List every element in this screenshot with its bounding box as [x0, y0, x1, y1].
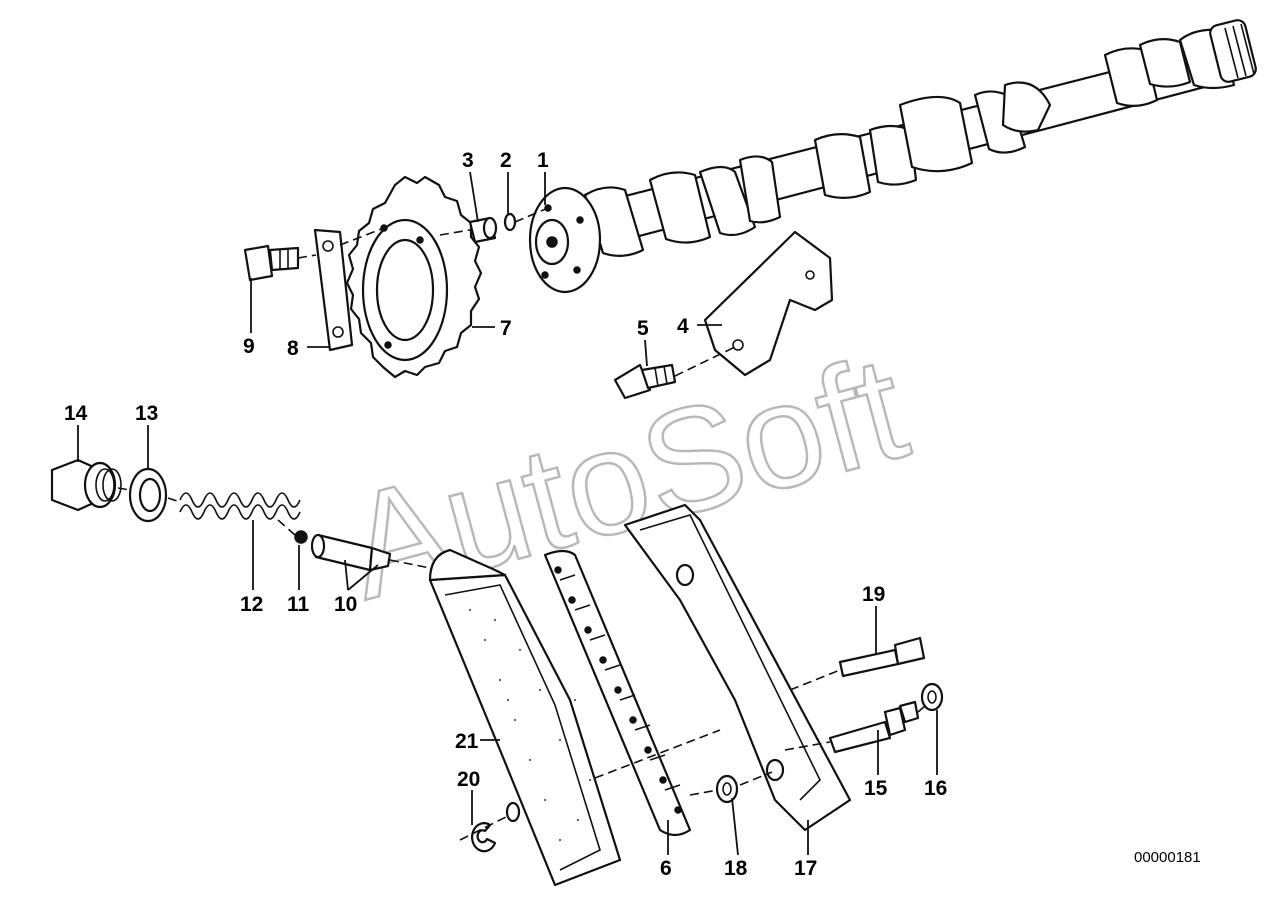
- callout-3: 3: [462, 149, 474, 172]
- hex-bolt-left: [243, 244, 300, 282]
- callout-6: 6: [660, 857, 672, 880]
- callout-5: 5: [637, 317, 649, 340]
- callout-10: 10: [334, 593, 357, 616]
- hex-bolt-right: [613, 363, 677, 400]
- callout-1: 1: [537, 149, 549, 172]
- callout-11: 11: [287, 593, 310, 616]
- callout-7: 7: [500, 317, 512, 340]
- callout-14: 14: [64, 402, 88, 425]
- callout-labels: 1 2 3 4 5 6 7 8 9 10 11 12 13 14 15 16 1…: [64, 149, 947, 880]
- callout-12: 12: [240, 593, 263, 616]
- tensioner-rail: [428, 548, 622, 887]
- retaining-ring: [503, 212, 517, 232]
- callout-20: 20: [457, 768, 480, 791]
- callout-21: 21: [455, 730, 479, 753]
- washer-right: [920, 682, 944, 712]
- stud-bolt-upper: [838, 636, 926, 678]
- callout-13: 13: [135, 402, 158, 425]
- callout-16: 16: [924, 777, 947, 800]
- assembly-lines: [117, 207, 926, 841]
- camshaft: [528, 19, 1257, 294]
- gasket-ring: [128, 467, 168, 523]
- timing-chain: [543, 549, 692, 837]
- stud-bolt-lower: [828, 700, 920, 754]
- callout-4: 4: [677, 315, 689, 338]
- callout-2: 2: [500, 149, 512, 172]
- ball: [294, 530, 308, 544]
- leader-lines: [77, 171, 938, 856]
- callout-17: 17: [794, 857, 817, 880]
- screw-plug: [50, 458, 122, 512]
- washer-lower: [715, 774, 739, 804]
- circlip: [471, 822, 497, 853]
- callout-8: 8: [287, 337, 299, 360]
- callout-18: 18: [724, 857, 748, 880]
- diagram-reference-number: 00000181: [1134, 849, 1201, 866]
- callout-19: 19: [862, 583, 885, 606]
- locking-plate: [313, 228, 354, 352]
- tensioner-piston: [310, 533, 392, 572]
- compression-spring: [179, 492, 301, 520]
- camshaft-sprocket: [345, 175, 483, 379]
- callout-9: 9: [243, 335, 255, 358]
- bracket: [703, 230, 834, 377]
- callout-15: 15: [864, 777, 888, 800]
- dowel-pin: [468, 216, 498, 244]
